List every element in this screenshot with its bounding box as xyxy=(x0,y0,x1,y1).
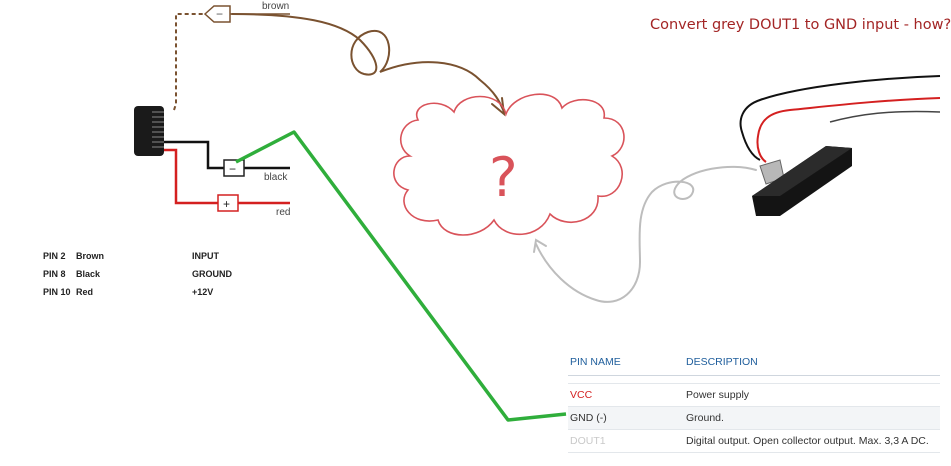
question-mark: ? xyxy=(489,146,518,209)
pin-name-cell: VCC xyxy=(568,383,684,407)
pin-row: PIN 10 Red +12V xyxy=(43,283,252,301)
gps-device xyxy=(739,75,941,216)
pin-description-table: PIN NAME DESCRIPTION VCC Power supply GN… xyxy=(568,349,940,453)
red-terminal: + xyxy=(217,194,239,212)
pin-color: Black xyxy=(76,269,101,279)
pin-function: INPUT xyxy=(192,251,219,261)
table-row: VCC Power supply xyxy=(568,383,940,407)
pin-number: PIN 10 xyxy=(43,287,71,297)
black-terminal-symbol: − xyxy=(229,162,236,176)
green-arrow xyxy=(235,130,567,422)
pin-name-cell: GND (-) xyxy=(568,406,684,430)
brown-curly-arrow xyxy=(231,13,506,117)
pin-number: PIN 2 xyxy=(43,251,66,261)
grey-curly-arrow xyxy=(533,165,757,303)
table-spacer-row xyxy=(568,375,940,384)
brown-terminal: − xyxy=(203,5,231,23)
pin-name-header: PIN NAME xyxy=(568,349,684,376)
black-terminal: − xyxy=(223,159,245,177)
red-terminal-symbol: + xyxy=(223,197,230,211)
question-cloud: ? xyxy=(393,93,625,236)
pin-row: PIN 8 Black GROUND xyxy=(43,265,252,283)
pin-color: Brown xyxy=(76,251,104,261)
page-title: Convert grey DOUT1 to GND input - how? xyxy=(650,17,951,33)
description-header: DESCRIPTION xyxy=(684,349,940,376)
pin-color: Red xyxy=(76,287,94,297)
description-cell: Digital output. Open collector output. M… xyxy=(684,429,940,453)
pin-function: +12V xyxy=(192,287,214,297)
pin-function: GROUND xyxy=(192,269,232,279)
black-wire-label: black xyxy=(264,172,288,183)
description-cell: Ground. xyxy=(684,406,940,430)
pin-assignment-table: PIN 2 Brown INPUT PIN 8 Black GROUND PIN… xyxy=(43,247,252,301)
table-row: DOUT1 Digital output. Open collector out… xyxy=(568,429,940,453)
brown-wire xyxy=(173,13,290,111)
description-cell: Power supply xyxy=(684,383,940,407)
pin-name-cell: DOUT1 xyxy=(568,429,684,453)
red-wire-label: red xyxy=(276,207,291,218)
wire-connector xyxy=(134,106,164,156)
pin-row: PIN 2 Brown INPUT xyxy=(43,247,252,265)
brown-wire-label: brown xyxy=(262,1,290,12)
brown-terminal-symbol: − xyxy=(216,7,223,21)
table-header-row: PIN NAME DESCRIPTION xyxy=(568,349,940,376)
pin-number: PIN 8 xyxy=(43,269,66,279)
table-row: GND (-) Ground. xyxy=(568,406,940,430)
red-wire xyxy=(164,148,290,205)
black-wire xyxy=(164,140,290,170)
